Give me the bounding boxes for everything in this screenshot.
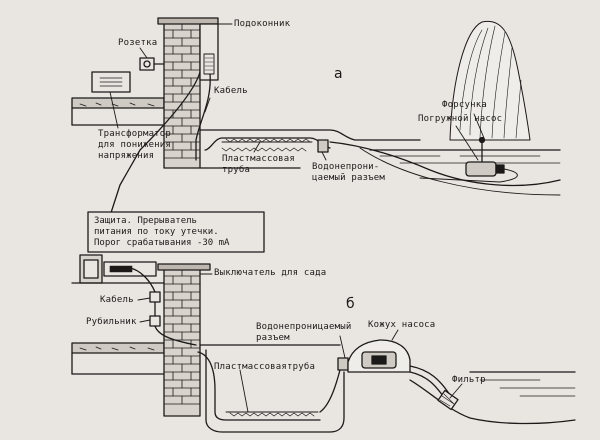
figure-a-trench <box>199 129 421 169</box>
label-pump-housing: Кожух насоса <box>368 320 436 330</box>
figure-a-cable <box>107 71 211 223</box>
label-nozzle: Форсунка <box>442 100 487 110</box>
label-waterproof-connector-b-line-1: Водонепроницаемый <box>256 322 352 332</box>
label-socket: Розетка <box>118 38 158 48</box>
figure-a-brick-wall <box>157 17 219 169</box>
label-filter: Фильтр <box>452 375 486 385</box>
figure-a-letter: а <box>334 66 343 82</box>
label-waterproof-connector-a-line-1: Водонепрони- <box>312 162 380 172</box>
label-waterproof-connector-a-line-2: цаемый разъем <box>312 173 386 183</box>
label-transformer-line-3: напряжения <box>98 151 155 161</box>
figure-b-pump-housing <box>347 339 451 401</box>
label-transformer-line-2: для понижения <box>98 140 172 150</box>
figure-b-brick-wall <box>157 263 211 417</box>
label-waterproof-connector-b-line-2: разъем <box>256 333 290 343</box>
label-cable-a: Кабель <box>214 86 248 96</box>
figure-a-pond <box>329 141 561 196</box>
figure-b-pond <box>409 371 576 425</box>
label-plastic-pipe-a-line-1: Пластмассовая <box>222 154 296 164</box>
label-cable-b: Кабель <box>100 295 134 305</box>
figure-b-leader-lines <box>137 273 463 413</box>
label-windowsill: Подоконник <box>234 19 291 29</box>
figure-a-socket <box>139 57 165 71</box>
figure-b-letter: б <box>346 296 355 312</box>
protection-box-frame <box>87 211 265 253</box>
figure-a-transformer <box>91 71 131 93</box>
figure-a-fountain <box>419 20 531 183</box>
figure-a-ground-ledge <box>71 97 165 126</box>
figure-a-leader-lines <box>109 23 485 161</box>
label-plastic-pipe-a-line-2: труба <box>222 165 251 175</box>
label-garden-switch: Выключатель для сада <box>214 268 327 278</box>
figure-b-trench <box>197 344 349 433</box>
label-plastic-pipe-b: Пластмассоваятруба <box>214 362 316 372</box>
label-knife-switch: Рубильник <box>86 317 137 327</box>
protection-line-1: Защита. Прерыватель <box>94 216 197 226</box>
figure-b-switches <box>129 267 197 346</box>
protection-line-2: питания по току утечки. <box>94 227 219 237</box>
protection-line-3: Порог срабатывания -30 mA <box>94 238 230 248</box>
label-transformer-line-1: Трансформатор <box>98 129 172 139</box>
label-submersible-pump: Погружной насос <box>418 114 503 124</box>
